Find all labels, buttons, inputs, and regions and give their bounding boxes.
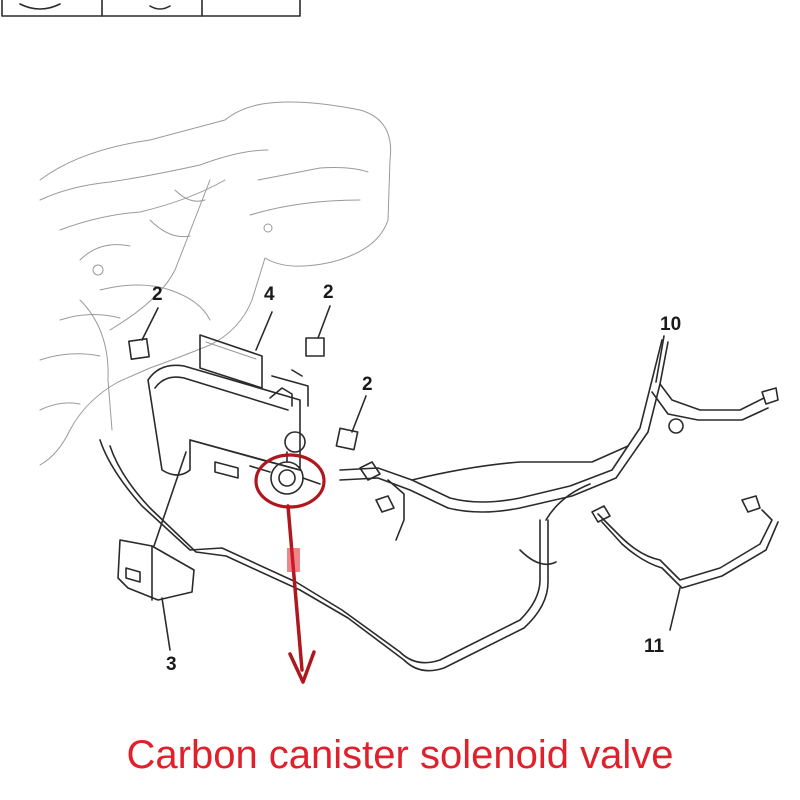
callout-2c: 2: [362, 374, 373, 395]
callout-2a: 2: [152, 284, 163, 305]
fuel-pipes: [99, 339, 779, 672]
clip-squares: [128, 337, 359, 451]
callout-11: 11: [644, 636, 665, 657]
callout-3: 3: [166, 654, 177, 675]
fuel-tank: [39, 101, 392, 466]
bracket-4: [199, 334, 263, 389]
callout-10: 10: [660, 314, 681, 335]
solenoid-highlight: [254, 453, 326, 684]
diagram-caption: Carbon canister solenoid valve: [126, 733, 674, 777]
callout-2b: 2: [323, 282, 334, 303]
top-legend-strip: [1, 0, 301, 17]
callout-4: 4: [264, 284, 275, 305]
bracket-3: [117, 539, 195, 601]
leader-lines: [141, 305, 681, 651]
canister: [147, 364, 306, 479]
